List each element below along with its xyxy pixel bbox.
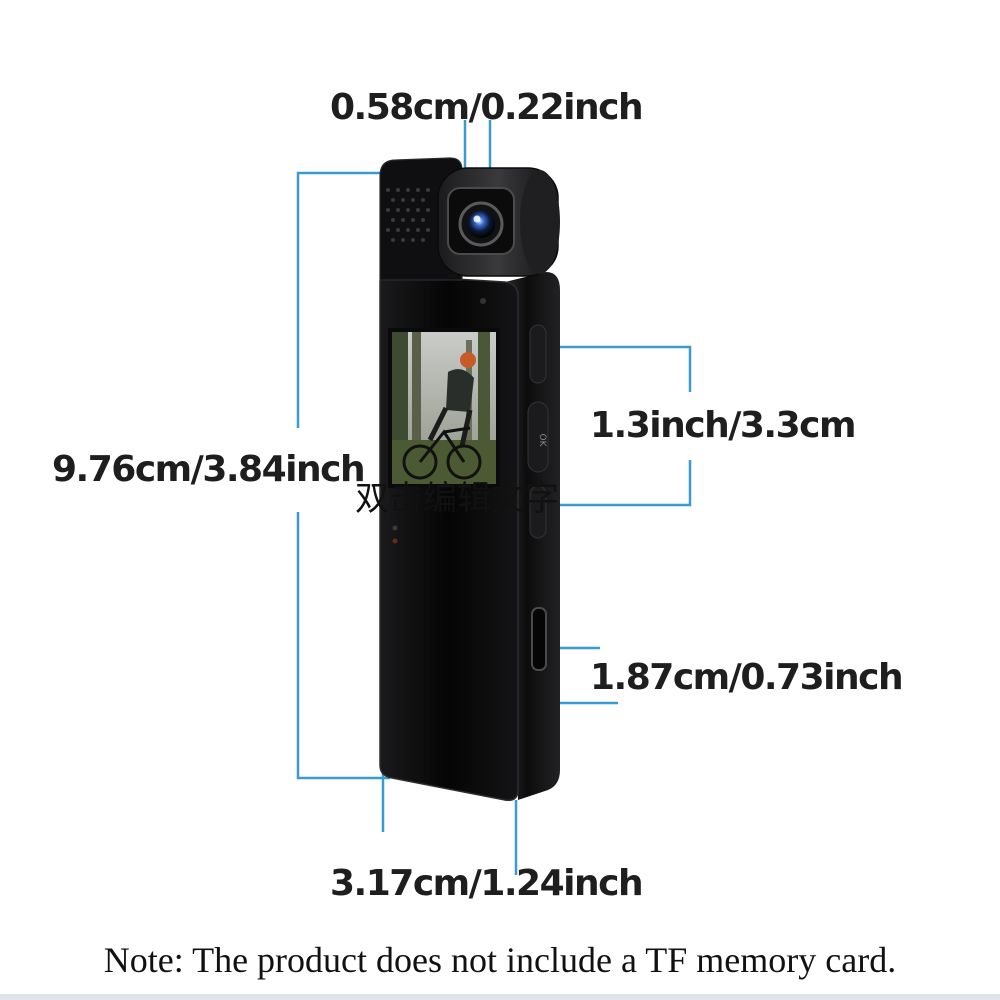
side-buttons: OK	[527, 324, 549, 671]
lens-housing-cap	[520, 170, 560, 274]
screen-size-label: 1.3inch/3.3cm	[590, 405, 856, 446]
indicator-light	[480, 298, 486, 304]
preview-screen	[388, 328, 500, 488]
led-indicator-red	[392, 538, 398, 544]
thickness-label: 1.87cm/0.73inch	[590, 657, 904, 698]
width-label: 3.17cm/1.24inch	[330, 863, 644, 904]
lens-glass	[467, 210, 495, 238]
side-button-up	[529, 324, 547, 384]
usb-port	[531, 607, 547, 671]
speaker-grille	[386, 188, 430, 242]
side-button-ok	[527, 401, 549, 473]
footer-note: Note: The product does not include a TF …	[103, 940, 897, 980]
height-label: 9.76cm/3.84inch	[52, 449, 366, 490]
height-dimension-line-bottom	[296, 512, 390, 780]
lens-diameter-label: 0.58cm/0.22inch	[330, 87, 644, 128]
ok-button-label: OK	[537, 434, 547, 448]
screen-dimension-line-bottom	[497, 460, 692, 507]
watermark-text: 双击编辑文字	[355, 479, 559, 519]
camera-body: OK	[379, 157, 560, 802]
height-dimension-line-top	[296, 171, 388, 428]
led-indicator	[392, 525, 398, 531]
side-button-down	[529, 485, 547, 539]
